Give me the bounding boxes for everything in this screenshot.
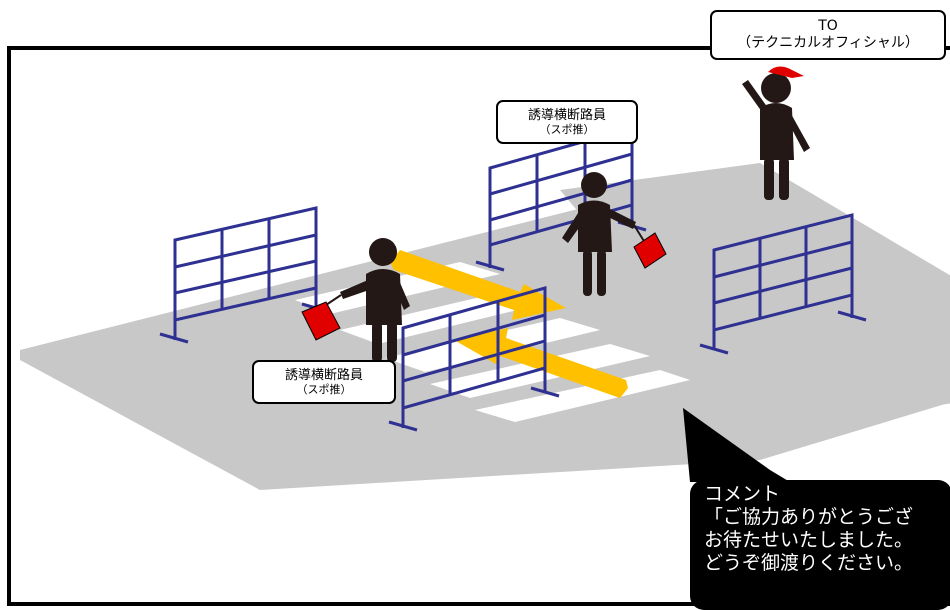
barrier-right xyxy=(699,213,867,355)
comment-pointer-tip xyxy=(683,408,800,500)
guide-person-upper xyxy=(562,172,667,296)
comment-pointer xyxy=(683,408,790,482)
guide-label-lower: 誘導横断路員 （スポ推） xyxy=(252,360,396,404)
to-label-subtitle: （テクニカルオフィシャル） xyxy=(737,35,919,51)
to-label-title: TO xyxy=(818,18,838,34)
comment-bubble: コメント 「ご協力ありがとうござ お待たせいたしました。 どうぞ御渡りください。 xyxy=(690,480,950,610)
red-flag-upper xyxy=(633,232,667,269)
comment-heading: コメント xyxy=(704,483,781,505)
guide-label-upper-subtitle: （スポ推） xyxy=(539,123,595,136)
to-label: TO （テクニカルオフィシャル） xyxy=(710,10,946,60)
technical-official-person xyxy=(742,66,810,200)
red-cap xyxy=(768,66,804,78)
guide-label-upper-title: 誘導横断路員 xyxy=(527,108,606,123)
guide-label-lower-title: 誘導横断路員 xyxy=(284,368,363,383)
comment-line-3: どうぞ御渡りください。 xyxy=(704,552,914,574)
scene-frame xyxy=(7,46,950,606)
comment-line-1: 「ご協力ありがとうござ xyxy=(704,506,914,528)
guide-person-lower xyxy=(301,238,410,362)
barrier-front xyxy=(388,286,560,432)
comment-line-2: お待たせいたしました。 xyxy=(704,529,914,551)
guide-label-upper: 誘導横断路員 （スポ推） xyxy=(496,100,638,144)
guide-label-lower-subtitle: （スポ推） xyxy=(296,383,352,396)
red-flag-lower xyxy=(301,301,341,341)
